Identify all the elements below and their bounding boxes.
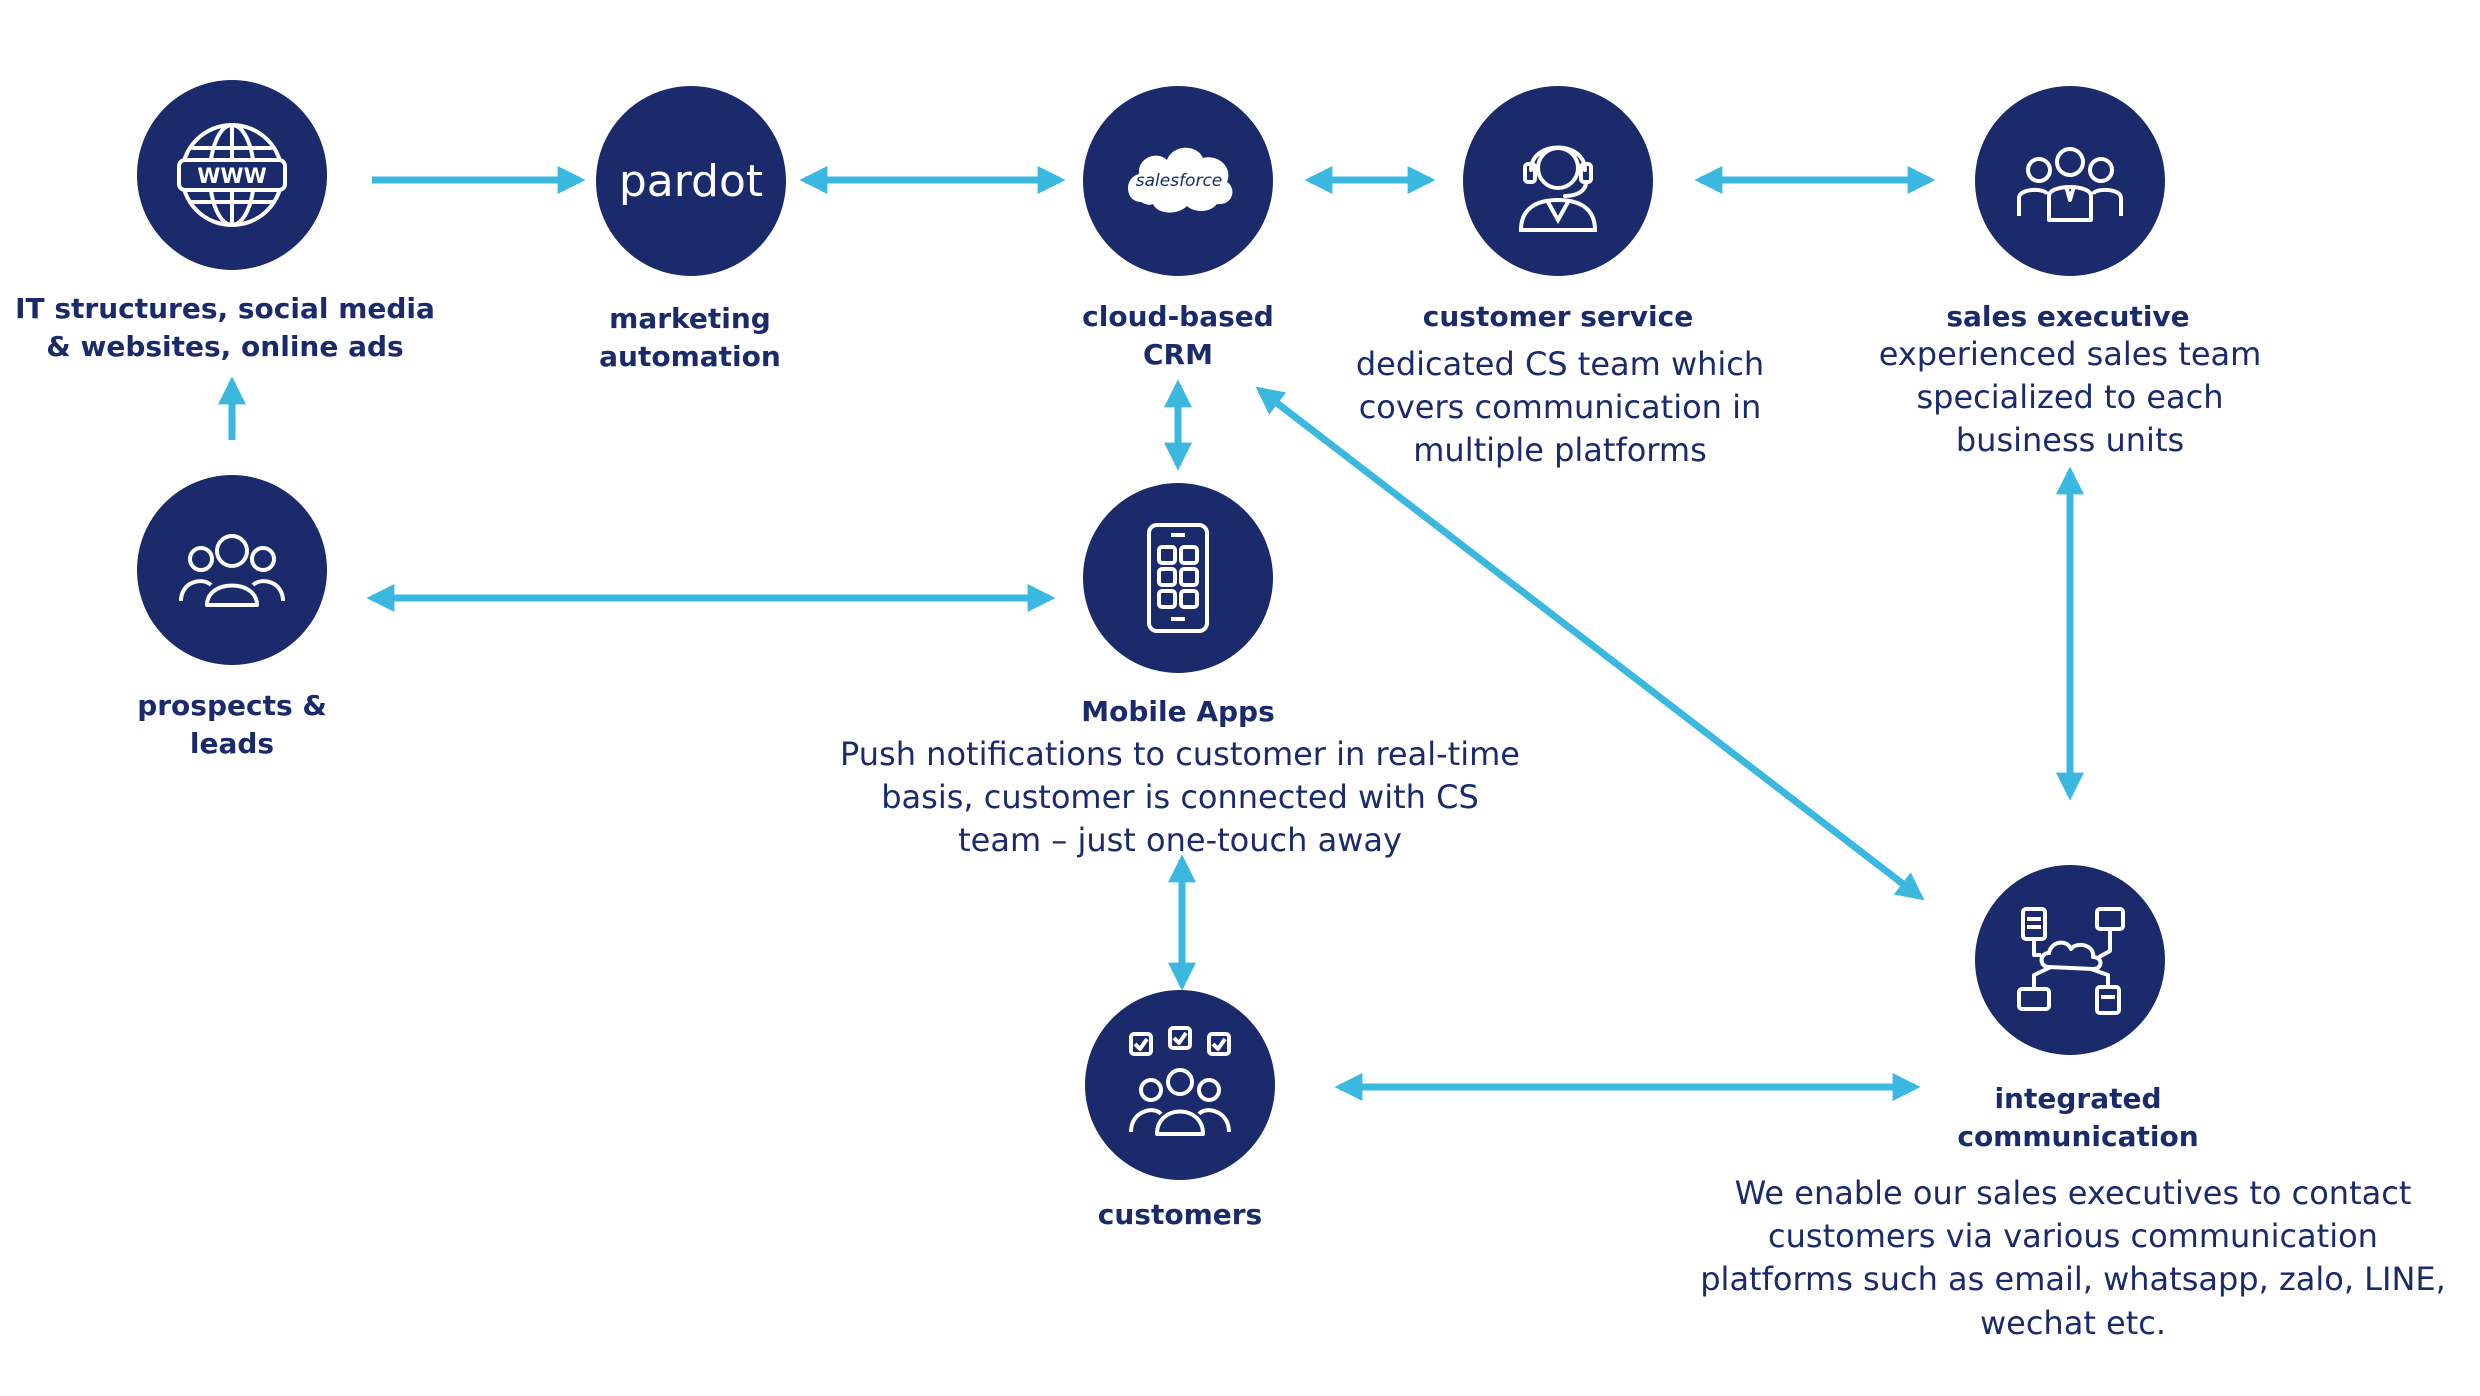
web-node: WWW xyxy=(137,80,327,270)
sales-executive-title: sales executive xyxy=(1946,300,2190,333)
web-title: IT structures, social media & websites, … xyxy=(15,292,435,363)
salesforce-cloud-icon: salesforce xyxy=(1127,147,1233,213)
people-group-icon xyxy=(179,534,285,607)
www-label: WWW xyxy=(197,164,267,188)
mobile-apps-title: Mobile Apps xyxy=(1081,695,1275,728)
arrow-crm-integrated xyxy=(1255,386,1925,901)
pardot-node: pardot xyxy=(596,86,786,276)
customer-service-desc: dedicated CS team which covers communica… xyxy=(1355,345,1765,470)
sales-executive-node xyxy=(1975,86,2165,276)
mobile-apps-desc: Push notifications to customer in real-t… xyxy=(840,735,1520,860)
customer-service-title: customer service xyxy=(1422,300,1694,333)
integrated-communication-title: integrated communication xyxy=(1957,1082,2199,1153)
mobile-apps-icon xyxy=(1147,523,1209,633)
team-group-icon xyxy=(2017,147,2123,222)
customers-node xyxy=(1085,990,1275,1180)
sales-executive-desc: experienced sales team specialized to ea… xyxy=(1878,335,2262,460)
prospects-node xyxy=(137,475,327,665)
prospects-title: prospects & leads xyxy=(137,689,327,760)
pardot-title: marketing automation xyxy=(599,302,781,373)
integrated-communication-desc: We enable our sales executives to contac… xyxy=(1700,1174,2446,1342)
integrated-communication-node xyxy=(1975,865,2165,1055)
customers-icon xyxy=(1129,1026,1231,1136)
globe-www-icon: WWW xyxy=(177,123,287,227)
customers-title: customers xyxy=(1097,1198,1263,1231)
customer-service-node xyxy=(1463,86,1653,276)
crm-title: cloud-based CRM xyxy=(1082,300,1274,371)
pardot-logo: pardot xyxy=(618,155,764,207)
salesforce-logo: salesforce xyxy=(1136,171,1223,191)
network-cloud-icon xyxy=(2017,907,2125,1015)
mobile-apps-node xyxy=(1083,483,1273,673)
crm-node: salesforce xyxy=(1083,86,1273,276)
headset-agent-icon xyxy=(1518,145,1598,232)
